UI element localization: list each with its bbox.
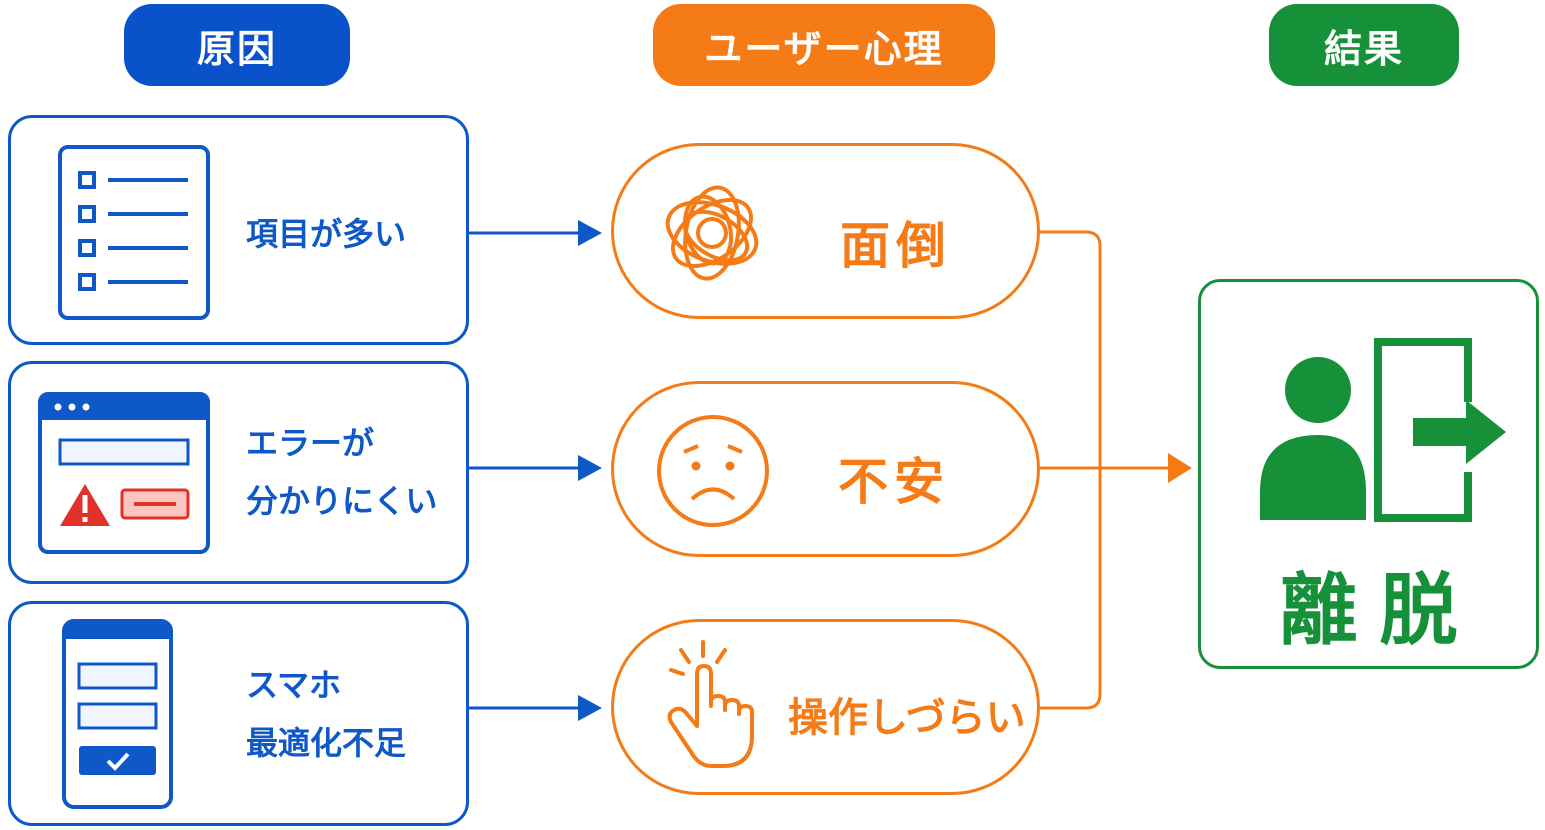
worried-face-icon <box>657 415 769 527</box>
result-arrowhead <box>1168 453 1192 483</box>
smartphone-form-icon <box>62 619 173 809</box>
person-exit-icon <box>1260 338 1506 522</box>
cause-label-line2: 最適化不足 <box>246 724 407 762</box>
feeling-card-hard-to-operate <box>611 619 1040 795</box>
feeling-label-tedious: 面倒 <box>840 217 952 275</box>
error-dialog-icon <box>38 392 210 554</box>
cause-arrow-2 <box>469 455 602 481</box>
feeling-card-tedious <box>611 143 1040 319</box>
mindset-header: ユーザー心理 <box>653 4 995 86</box>
result-card-abandonment <box>1198 279 1539 669</box>
result-header: 結果 <box>1269 4 1459 86</box>
merge-connector <box>1040 230 1172 710</box>
feeling-card-anxious <box>611 381 1040 557</box>
tapping-hand-icon <box>667 640 754 768</box>
tangle-icon <box>665 185 759 281</box>
feeling-label-anxious: 不安 <box>838 453 950 511</box>
cause-arrow-3 <box>469 695 602 721</box>
result-label-abandonment: 離脱 <box>1279 566 1480 656</box>
cause-label-line1: エラーが <box>246 424 375 462</box>
feeling-label-hard-to-operate: 操作しづらい <box>788 695 1026 741</box>
cause-arrow-1 <box>469 220 602 246</box>
cause-label-unclear-errors: エラーが 分かりにくい <box>246 414 437 530</box>
cause-label-line1: スマホ <box>246 666 342 704</box>
cause-label-line2: 分かりにくい <box>246 482 438 520</box>
cause-header: 原因 <box>124 4 350 86</box>
cause-label-many-fields: 項目が多い <box>246 215 407 253</box>
cause-label-mobile: スマホ 最適化不足 <box>246 656 406 772</box>
checklist-form-icon <box>58 145 210 320</box>
